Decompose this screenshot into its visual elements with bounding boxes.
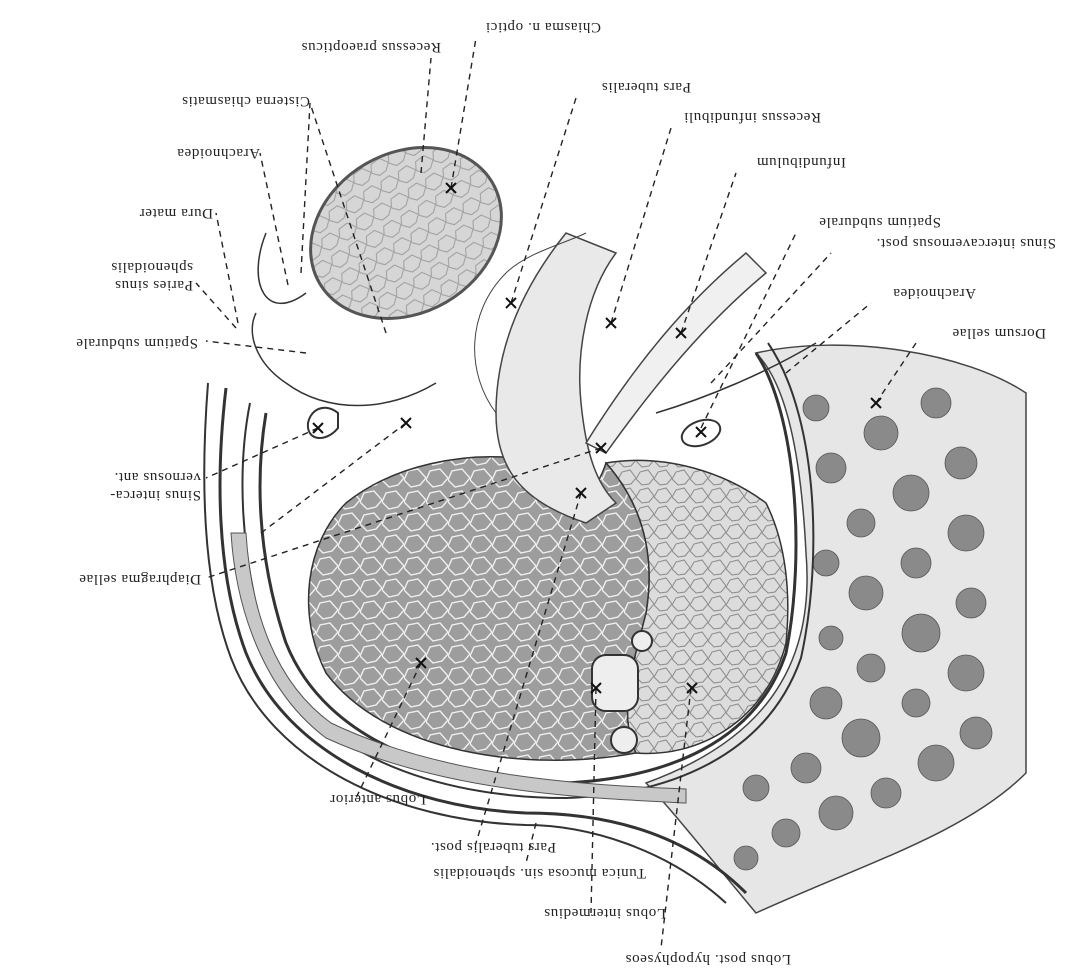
label-diaphragma-sellae: Diaphragma sellae <box>79 570 201 587</box>
label-spatium-subdurale-left: Spatium subdurale <box>819 213 941 230</box>
label-pars-tuberalis: Pars tuberalis <box>601 78 691 95</box>
label-tunica-mucosa: Tunica mucosa sin. sphenoidalis <box>433 864 646 881</box>
label-pars-tuberalis-post: Pars tuberalis post. <box>430 838 556 855</box>
optic-chiasm <box>279 114 532 353</box>
label-lobus-intermedius: Lobus intermedius <box>544 904 666 921</box>
label-sinus-intercav-ant-2: vernosus ant. <box>114 468 201 485</box>
label-infundibulum: Infundibulum <box>756 153 846 170</box>
label-lobus-anterior: Lobus anterior <box>330 790 426 807</box>
label-dura-mater: Dura mater <box>139 204 213 221</box>
label-sinus-intercav-post: Sinus intercavernosus post. <box>876 234 1056 251</box>
label-spatium-subdurale-right: Spatium subdurale <box>76 334 198 351</box>
label-arachnoidea-right: Arachnoidea <box>177 144 260 161</box>
label-recessus-infundibuli: Recessus infundibuli <box>684 108 821 125</box>
label-paries-sinus-2: sphenoidalis <box>111 258 193 275</box>
label-dorsum-sellae: Dorsum sellae <box>952 324 1046 341</box>
label-lobus-post: Lobus post. hypophyseos <box>625 950 791 967</box>
label-arachnoidea-left: Arachnoidea <box>893 284 976 301</box>
label-sinus-intercav-ant-1: Sinus interca- <box>110 486 201 503</box>
label-chiasma-n-optici: Chiasma n. optici <box>485 18 601 35</box>
label-recessus-praeopticus: Recessus praeopticus <box>301 38 441 55</box>
label-paries-sinus-1: Paries sinus <box>115 276 193 293</box>
label-cisterna-chiasmatis: Cisterna chiasmatis <box>182 92 310 109</box>
